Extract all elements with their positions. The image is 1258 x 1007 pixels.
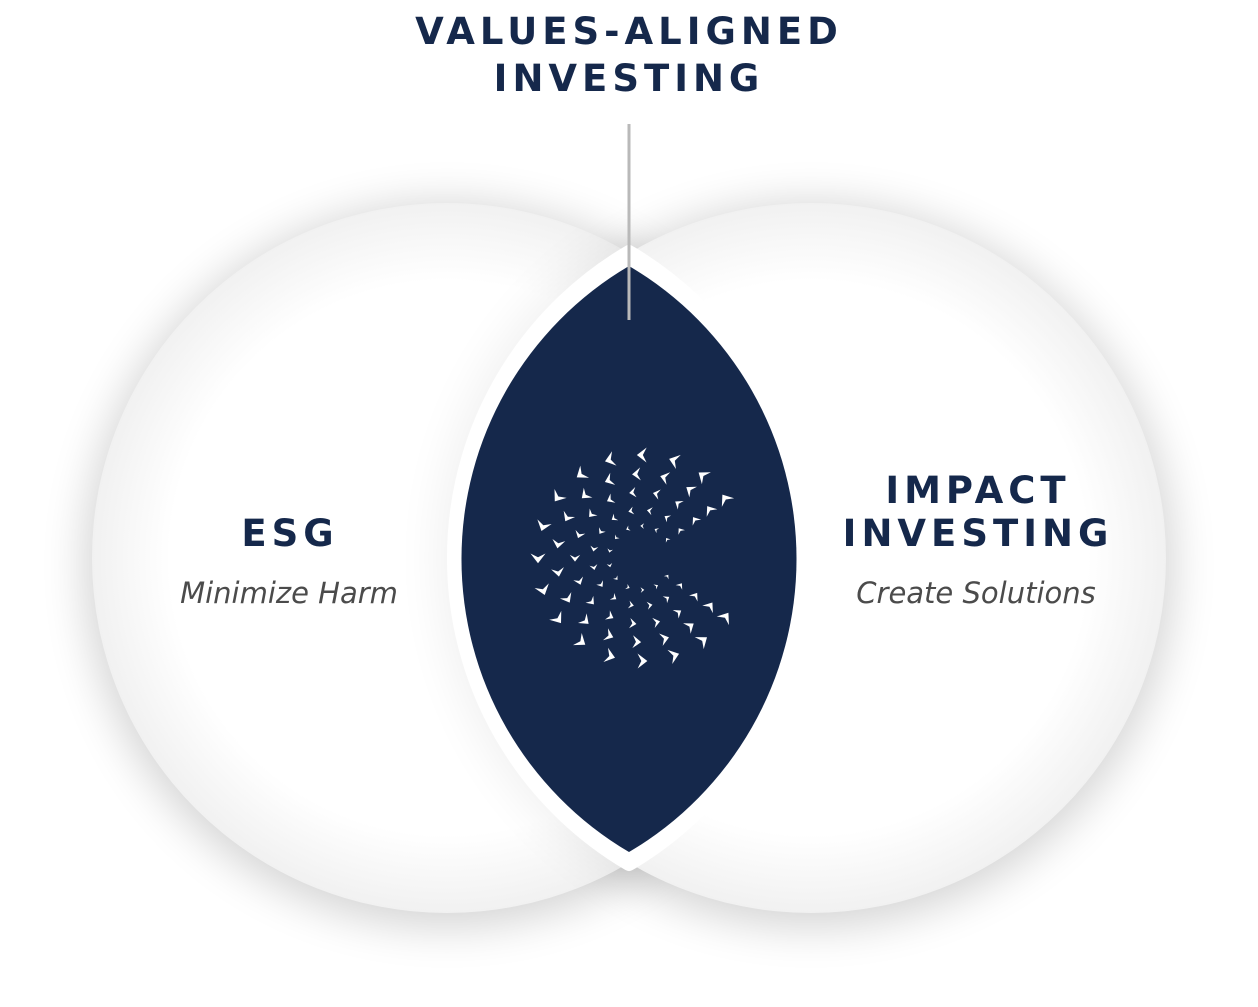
logo-chevron xyxy=(667,649,680,665)
logo-chevron xyxy=(625,583,630,590)
logo-chevron xyxy=(549,610,562,624)
logo-chevron xyxy=(652,617,661,628)
logo-chevron xyxy=(606,493,616,503)
logo-chevron xyxy=(672,609,682,619)
logo-chevron xyxy=(640,523,645,529)
logo-chevron xyxy=(585,595,594,605)
logo-chevron xyxy=(607,548,613,553)
logo-chevron xyxy=(654,528,660,534)
logo-chevron xyxy=(537,519,552,531)
impact-subtitle: Create Solutions xyxy=(856,576,1096,610)
logo-chevron xyxy=(689,592,698,602)
header-line-1: VALUES-ALIGNED xyxy=(415,10,843,53)
logo-chevron xyxy=(552,538,566,549)
logo-chevron xyxy=(604,451,617,466)
logo-chevron xyxy=(629,617,637,629)
logo-chevron xyxy=(577,613,589,624)
logo-chevron xyxy=(662,596,670,604)
logo-chevron xyxy=(692,517,702,526)
logo-chevron xyxy=(669,454,681,470)
logo-chevron xyxy=(613,575,618,580)
logo-chevron xyxy=(637,653,648,669)
logo-chevron xyxy=(554,489,567,502)
logo-chevron xyxy=(596,580,604,587)
logo-chevron xyxy=(653,584,659,590)
logo-chevron xyxy=(721,494,735,507)
logo-chevron xyxy=(530,553,546,564)
logo-chevron xyxy=(563,510,576,522)
logo-chevron xyxy=(665,537,671,543)
logo-chevron xyxy=(698,472,711,485)
intersection-lens xyxy=(461,266,797,852)
logo-chevron xyxy=(702,602,713,614)
logo-chevron xyxy=(603,647,616,662)
logo-chevron xyxy=(604,472,616,485)
logo-chevron xyxy=(576,465,590,478)
logo-chevron xyxy=(675,500,684,510)
logo-chevron xyxy=(569,554,581,562)
logo-chevron xyxy=(575,529,586,539)
header-line-2: INVESTING xyxy=(493,57,765,100)
logo-chevron xyxy=(683,623,694,634)
logo-chevron xyxy=(551,567,564,577)
logo-chevron xyxy=(611,513,619,521)
impact-title-line-1: IMPACT xyxy=(885,469,1071,512)
logo-chevron xyxy=(664,515,672,523)
impact-title-line-2: INVESTING xyxy=(842,512,1114,555)
logo-chevron xyxy=(626,525,631,531)
logo-chevron xyxy=(694,637,707,650)
logo-chevron xyxy=(589,508,598,518)
logo-chevron xyxy=(629,486,637,498)
logo-chevron xyxy=(646,507,653,516)
esg-title: ESG xyxy=(241,512,339,555)
logo-chevron xyxy=(675,583,683,590)
logo-chevron xyxy=(572,632,586,646)
logo-chevron xyxy=(603,628,614,641)
logo-chevron xyxy=(534,583,549,595)
logo-chevron xyxy=(609,593,617,600)
logo-chevron xyxy=(632,467,641,481)
logo-chevron xyxy=(716,612,729,626)
logo-chevron xyxy=(598,527,606,534)
logo-chevron xyxy=(573,576,584,585)
logo-chevron xyxy=(663,574,669,580)
logo-chevron xyxy=(605,610,614,620)
logo-chevron xyxy=(615,534,620,540)
logo-chevron xyxy=(590,545,599,552)
logo-chevron xyxy=(628,506,635,515)
logo-chevron xyxy=(659,633,669,646)
logo-chevron xyxy=(581,487,593,499)
logo-chevron xyxy=(686,486,697,498)
logo-chevron xyxy=(632,635,642,649)
esg-subtitle: Minimize Harm xyxy=(180,576,398,610)
logo-chevron xyxy=(606,563,613,568)
logo-chevron xyxy=(640,587,645,593)
c-logo-icon xyxy=(530,447,735,669)
logo-chevron xyxy=(636,447,647,463)
logo-chevron xyxy=(660,472,671,485)
logo-chevron xyxy=(627,600,634,609)
logo-chevron xyxy=(678,528,685,535)
logo-chevron xyxy=(559,592,572,603)
logo-chevron xyxy=(652,489,661,500)
logo-chevron xyxy=(589,564,598,571)
logo-chevron xyxy=(646,601,653,610)
logo-chevron xyxy=(706,506,718,517)
